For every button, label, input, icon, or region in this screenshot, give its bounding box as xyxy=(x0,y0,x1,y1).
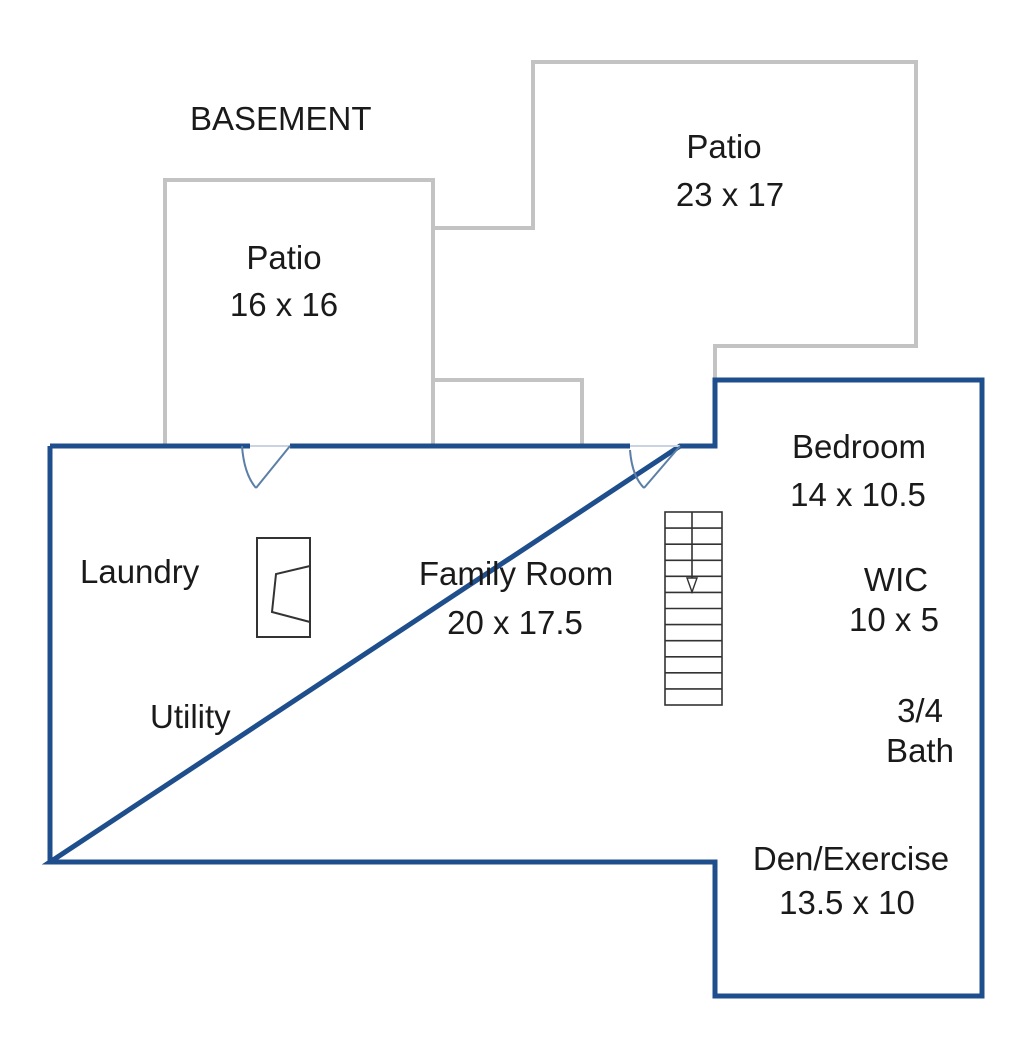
bedroom-size: 14 x 10.5 xyxy=(790,476,926,513)
patio-right-name: Patio xyxy=(686,128,762,165)
family-room-name: Family Room xyxy=(418,555,614,592)
laundry-name: Laundry xyxy=(80,553,200,590)
wic-name: WIC xyxy=(863,561,929,598)
stair-treads xyxy=(665,527,722,690)
stair-arrowhead xyxy=(686,577,698,595)
exterior-wall xyxy=(41,377,985,999)
patio-right-size: 23 x 17 xyxy=(675,176,785,213)
den-name: Den/Exercise xyxy=(752,840,950,877)
patio-right-outline xyxy=(433,60,918,380)
patio-left-size: 16 x 16 xyxy=(229,286,339,323)
staircase-icon xyxy=(664,511,723,706)
wic-size: 10 x 5 xyxy=(849,601,939,638)
utility-name: Utility xyxy=(150,698,231,735)
bedroom-name: Bedroom xyxy=(792,428,926,465)
washer-appliance-icon xyxy=(256,537,311,638)
door-left-icon xyxy=(241,445,291,489)
den-size: 13.5 x 10 xyxy=(779,884,915,921)
plan-title: BASEMENT xyxy=(190,100,372,137)
patio-outlines xyxy=(163,60,918,446)
patio-step-outline xyxy=(433,378,584,446)
patio-left-outline xyxy=(163,178,435,446)
bath-name-line2: Bath xyxy=(886,732,954,769)
patio-left-name: Patio xyxy=(246,239,322,276)
door-right-icon xyxy=(629,445,681,489)
family-room-size: 20 x 17.5 xyxy=(447,604,583,641)
bath-name-line1: 3/4 xyxy=(897,692,943,729)
